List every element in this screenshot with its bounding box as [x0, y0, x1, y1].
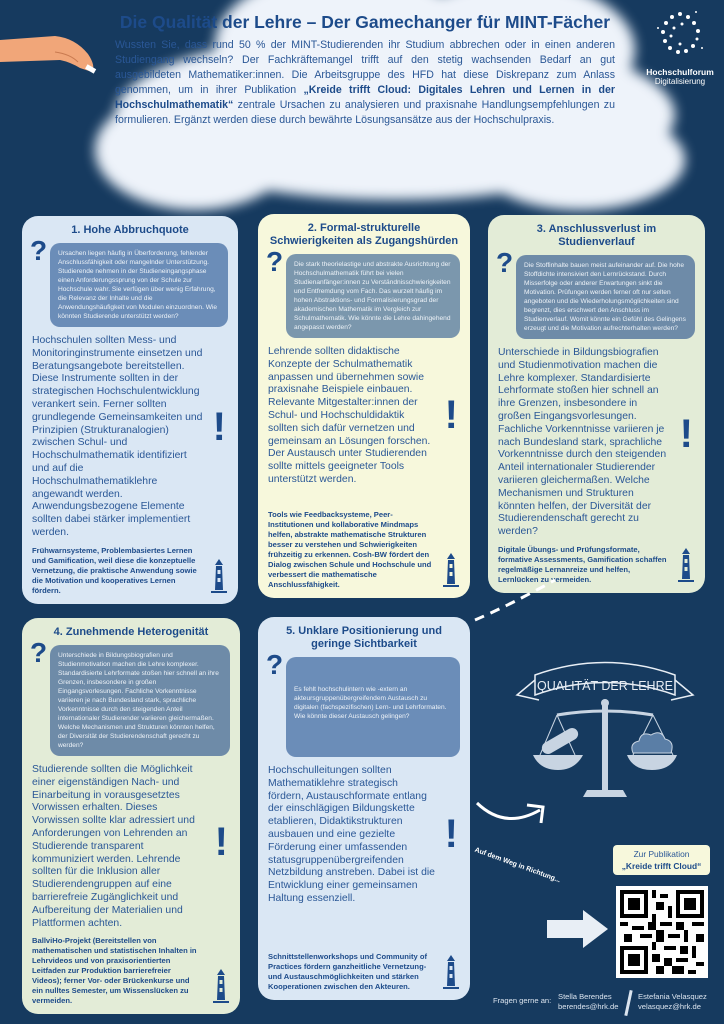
problem-section: ? Die Stoffinhalte bauen meist aufeinand… — [496, 249, 695, 339]
contact-name: Estefania Velasquez — [638, 992, 707, 1001]
recommendation-section: Lehrende sollten didaktische Konzepte de… — [268, 346, 460, 487]
logo-line2: Digitalisierung — [654, 77, 706, 86]
intro-text-part: zentrale Ursachen zu analysieren und pra… — [115, 99, 615, 126]
solution-text: Schnittstellenworkshops und Community of… — [268, 952, 428, 991]
cloud-background — [95, 0, 685, 215]
problem-box: Die stark theorielastige und abstrakte A… — [286, 254, 460, 338]
contact-name: Stella Berendes — [558, 992, 612, 1001]
problem-box: Es fehlt hochschulintern wie -extern an … — [286, 657, 460, 757]
intro-text-part: Wussten Sie, dass rund 50 % der MINT-Stu… — [115, 39, 615, 96]
card-abbruchquote: 1. Hohe Abbruchquote ? Ursachen liegen h… — [22, 216, 238, 604]
card-title: 2. Formal-strukturelle Schwierigkeiten a… — [269, 222, 459, 247]
card-title: 5. Unklare Positionierung und geringe Si… — [286, 625, 442, 650]
recommendation-section: Hochschulen sollten Mess- und Monitoring… — [32, 335, 228, 540]
contact-email[interactable]: velasquez@hrk.de — [638, 1002, 702, 1011]
solution-section: Tools wie Feedbacksysteme, Peer-Institut… — [268, 504, 460, 590]
recommendation-text: Studierende sollten die Möglichkeit eine… — [32, 764, 195, 929]
intro-text: Wussten Sie, dass rund 50 % der MINT-Stu… — [115, 38, 615, 128]
recommendation-section: Unterschiede in Bildungsbiografien und S… — [498, 347, 695, 539]
problem-box: Ursachen liegen häufig in Überforderung,… — [50, 243, 228, 327]
exclamation-icon: ! — [679, 412, 693, 457]
exclamation-icon: ! — [212, 404, 226, 449]
publication-name: „Kreide trifft Cloud“ — [621, 861, 702, 871]
card-positionierung: 5. Unklare Positionierung und geringe Si… — [258, 617, 470, 1000]
problem-section: ? Unterschiede in Bildungsbiografien und… — [30, 639, 230, 756]
lighthouse-icon — [678, 548, 694, 582]
recommendation-text: Lehrende sollten didaktische Konzepte de… — [268, 346, 431, 485]
recommendation-section: Studierende sollten die Möglichkeit eine… — [32, 764, 230, 930]
solution-text: Frühwarnsysteme, Problembasiertes Lernen… — [32, 545, 197, 595]
exclamation-icon: ! — [444, 393, 458, 438]
question-icon: ? — [30, 637, 48, 668]
chalk-dashed-line — [474, 578, 556, 622]
problem-box: Unterschiede in Bildungsbiografien und S… — [50, 645, 230, 756]
chalk-arrow-icon — [475, 801, 545, 824]
card-anschlussverlust: 3. Anschlussverlust im Studienverlauf ? … — [488, 215, 705, 593]
problem-section: ? Ursachen liegen häufig in Überforderun… — [30, 237, 228, 327]
solution-text: BallviHo-Projekt (Bereitstellen von math… — [32, 936, 197, 1006]
logo-line1: Hochschulforum — [646, 67, 714, 77]
qr-code[interactable] — [616, 886, 708, 978]
path-text: Auf dem Weg in Richtung... — [473, 846, 562, 885]
question-icon: ? — [266, 649, 284, 680]
solution-text: Digitale Übungs- und Prüfungsformate, fo… — [498, 545, 667, 584]
card-title: 1. Hohe Abbruchquote — [71, 224, 189, 236]
exclamation-icon: ! — [214, 820, 228, 865]
chalk-divider — [624, 989, 633, 1017]
arrow-right-icon — [547, 910, 608, 948]
intro-section: Die Qualität der Lehre – Der Gamechanger… — [115, 12, 615, 128]
question-icon: ? — [496, 247, 514, 278]
qr-code-icon — [620, 890, 704, 974]
recommendation-text: Hochschulen sollten Mess- und Monitoring… — [32, 335, 203, 538]
hand-with-chalk-icon — [0, 36, 97, 74]
publication-label: Zur Publikation — [633, 849, 690, 859]
logo-dots-icon — [657, 11, 703, 54]
page-title: Die Qualität der Lehre – Der Gamechanger… — [119, 12, 611, 32]
hfd-logo: Hochschulforum Digitalisierung — [640, 8, 720, 86]
problem-section: ? Die stark theorielastige und abstrakte… — [266, 248, 460, 338]
recommendation-section: Hochschulleitungen sollten Mathematikleh… — [268, 765, 460, 906]
exclamation-icon: ! — [444, 812, 458, 857]
contact-person-2: Estefania Velasquez velasquez@hrk.de — [638, 992, 707, 1012]
question-icon: ? — [30, 235, 48, 266]
solution-section: Digitale Übungs- und Prüfungsformate, fo… — [498, 539, 695, 585]
card-title: 4. Zunehmende Heterogenität — [53, 626, 209, 638]
question-icon: ? — [266, 246, 284, 277]
card-formal-strukturelle: 2. Formal-strukturelle Schwierigkeiten a… — [258, 214, 470, 598]
solution-section: BallviHo-Projekt (Bereitstellen von math… — [32, 930, 230, 1006]
lighthouse-icon — [443, 553, 459, 587]
recommendation-text: Unterschiede in Bildungsbiografien und S… — [498, 347, 667, 538]
solution-text: Tools wie Feedbacksysteme, Peer-Institut… — [268, 510, 432, 589]
solution-section: Schnittstellenworkshops und Community of… — [268, 946, 460, 992]
publication-title: „Kreide trifft Cloud: Digitales Lehren u… — [115, 84, 616, 111]
recommendation-text: Hochschulleitungen sollten Mathematikleh… — [268, 765, 435, 904]
contact-person-1: Stella Berendes berendes@hrk.de — [558, 992, 618, 1012]
banner-text: QUALITÄT DER LEHRE — [537, 679, 673, 693]
lighthouse-icon — [213, 969, 229, 1004]
card-heterogenitaet: 4. Zunehmende Heterogenität ? Unterschie… — [22, 618, 240, 1015]
problem-section: ? Es fehlt hochschulintern wie -extern a… — [266, 651, 460, 757]
lighthouse-icon — [211, 558, 227, 593]
problem-box: Die Stoffinhalte bauen meist aufeinander… — [516, 255, 695, 339]
publication-link[interactable]: Zur Publikation „Kreide trifft Cloud“ — [613, 845, 710, 875]
contact-email[interactable]: berendes@hrk.de — [558, 1002, 619, 1011]
solution-section: Frühwarnsysteme, Problembasiertes Lernen… — [32, 540, 228, 596]
contact-label: Fragen gerne an: — [493, 996, 552, 1005]
card-title: 3. Anschlussverlust im Studienverlauf — [536, 223, 657, 248]
scale-illustration: QUALITÄT DER LEHRE — [515, 661, 695, 797]
lighthouse-icon — [443, 955, 459, 989]
